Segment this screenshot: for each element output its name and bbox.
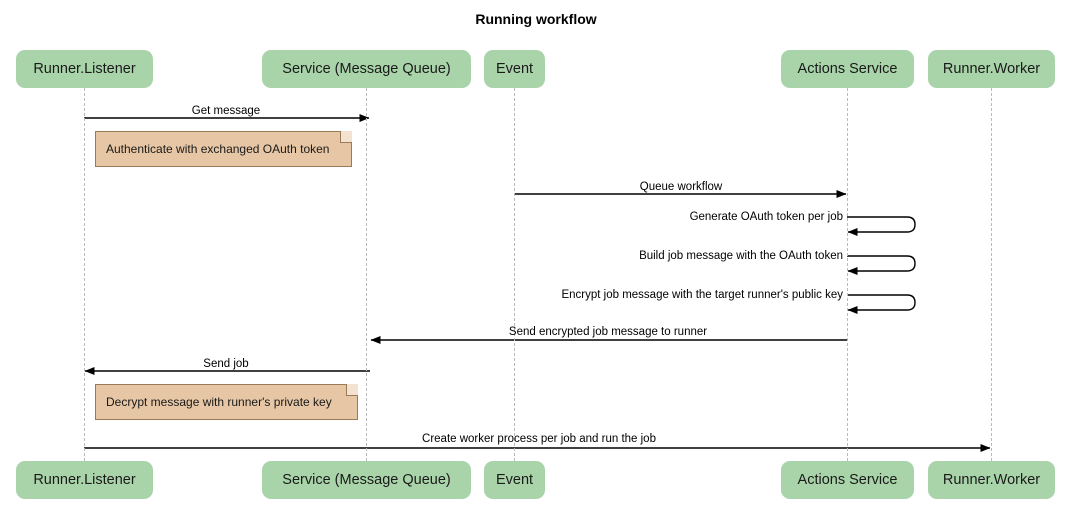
participant-header-runner-worker[interactable]: Runner.Worker [928,50,1055,88]
note-fold-corner-icon [340,131,352,143]
participant-label: Event [495,472,534,488]
participant-footer-actions-service[interactable]: Actions Service [781,461,914,499]
note-decrypt-message-with-runners-private-key: Decrypt message with runner's private ke… [95,384,358,420]
participant-header-event[interactable]: Event [484,50,545,88]
self-loop-build-job-message-with-the-oauth-token [847,255,916,275]
message-label-get-message: Get message [191,105,261,117]
message-label-send-job: Send job [203,358,249,370]
note-label: Authenticate with exchanged OAuth token [106,142,330,156]
message-label-create-worker-process-per-job-and-run-the-job: Create worker process per job and run th… [422,433,656,445]
message-label-generate-oauth-token-per-job: Generate OAuth token per job [689,211,843,223]
note-fold-corner-icon [346,384,358,396]
note-authenticate-with-exchanged-oauth-token: Authenticate with exchanged OAuth token [95,131,352,167]
self-loop-generate-oauth-token-per-job [847,216,916,236]
participant-label: Runner.Worker [942,472,1041,488]
lifeline-service-message-queue [366,88,367,461]
participant-header-service-message-queue[interactable]: Service (Message Queue) [262,50,471,88]
message-label-build-job-message-with-the-oauth-token: Build job message with the OAuth token [639,250,843,262]
participant-footer-service-message-queue[interactable]: Service (Message Queue) [262,461,471,499]
diagram-title: Running workflow [475,11,597,27]
participant-label: Service (Message Queue) [282,61,451,77]
participant-footer-runner-worker[interactable]: Runner.Worker [928,461,1055,499]
message-label-encrypt-job-message-with-the-target-runners-public-key: Encrypt job message with the target runn… [561,289,843,301]
participant-header-actions-service[interactable]: Actions Service [781,50,914,88]
participant-label: Service (Message Queue) [282,472,451,488]
lifeline-runner-worker [991,88,992,461]
participant-label: Runner.Listener [33,61,136,77]
lifeline-runner-listener [84,88,85,461]
participant-label: Runner.Listener [33,472,136,488]
participant-label: Event [495,61,534,77]
lifeline-actions-service [847,88,848,461]
note-label: Decrypt message with runner's private ke… [106,395,332,409]
message-label-queue-workflow: Queue workflow [639,181,723,193]
lifeline-event [514,88,515,461]
participant-label: Runner.Worker [942,61,1041,77]
participant-label: Actions Service [797,61,898,77]
self-loop-encrypt-job-message-with-the-target-runners-public-key [847,294,916,314]
participant-footer-event[interactable]: Event [484,461,545,499]
participant-label: Actions Service [797,472,898,488]
message-label-send-encrypted-job-message-to-runner: Send encrypted job message to runner [508,326,708,338]
participant-header-runner-listener[interactable]: Runner.Listener [16,50,153,88]
participant-footer-runner-listener[interactable]: Runner.Listener [16,461,153,499]
